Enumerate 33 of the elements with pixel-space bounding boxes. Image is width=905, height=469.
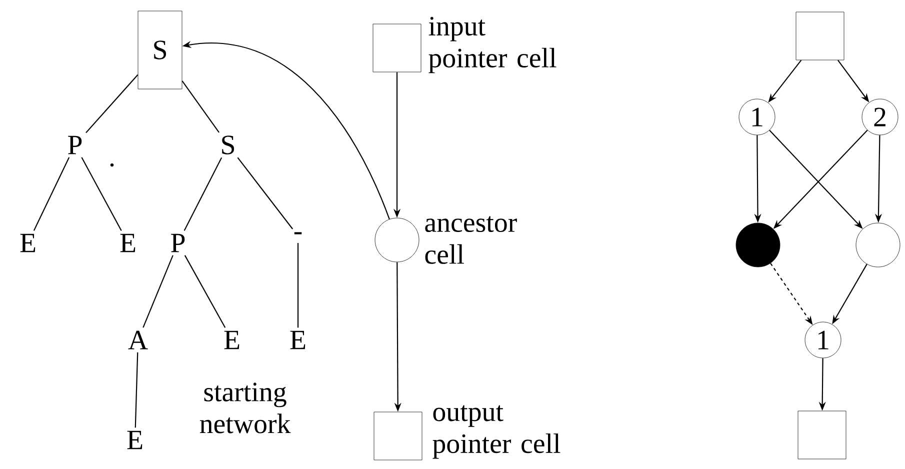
tree-letter: A — [128, 330, 148, 350]
tree-root-box: S — [138, 10, 182, 90]
tree-letter: E — [290, 330, 306, 350]
dot-symbol: . — [110, 163, 114, 167]
tree-letter: P — [171, 234, 185, 252]
tree-line — [142, 255, 174, 328]
tree-line — [184, 157, 222, 231]
cell-box — [798, 410, 846, 460]
tree-letter: E — [224, 330, 240, 350]
tree-line — [237, 157, 294, 230]
tree-letter: P — [68, 136, 82, 154]
tree-letter: E — [127, 430, 142, 450]
cell-caption: output pointer cell — [432, 405, 560, 459]
cell-caption: ancestor cell — [425, 216, 517, 264]
tree-line — [33, 157, 70, 231]
tree-letter: E — [120, 234, 136, 252]
filled-circle — [736, 222, 780, 268]
tree-letter: E — [20, 234, 36, 252]
caption-text: starting network — [200, 382, 291, 434]
ancestor-circle — [374, 218, 420, 262]
tree-line — [86, 74, 138, 134]
empty-circle — [856, 222, 900, 268]
tree-line — [184, 255, 226, 328]
pointer-cell-box — [372, 24, 422, 72]
cell-caption: input pointer cell — [428, 16, 556, 74]
tree-line — [81, 157, 122, 231]
cell-box — [796, 12, 844, 60]
pointer-cell-box — [374, 412, 422, 460]
tree-symbol: - — [294, 232, 302, 234]
tree-line — [134, 352, 138, 428]
tree-line — [182, 80, 220, 133]
tree-line — [297, 243, 299, 328]
tree-letter: S — [222, 136, 234, 154]
